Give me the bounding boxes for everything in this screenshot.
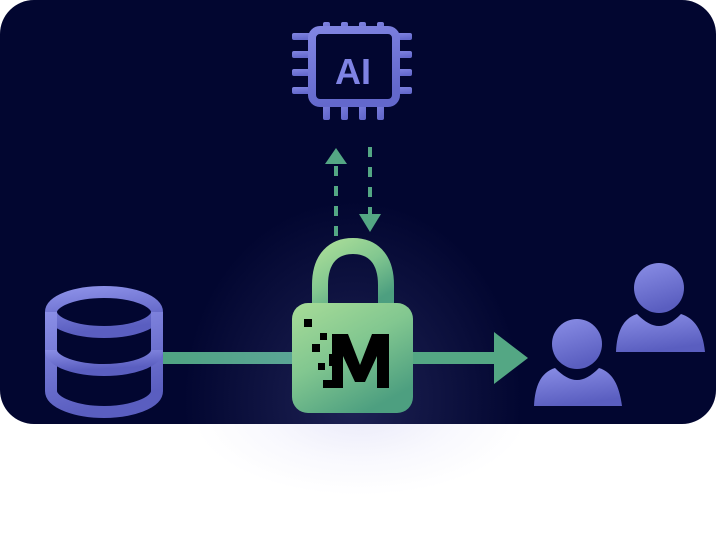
- ai-chip-icon: AI: [292, 22, 412, 120]
- dashed-arrow-up: [325, 148, 347, 236]
- arrow-lock-to-users: [412, 332, 528, 384]
- connector-db-to-lock: [163, 352, 293, 364]
- dashed-arrow-down: [359, 147, 381, 232]
- m-logo-icon: [304, 319, 389, 388]
- padlock-icon: M: [292, 237, 413, 413]
- users-icon: [534, 263, 705, 406]
- ai-chip-label: AI: [335, 51, 371, 92]
- database-icon: [45, 286, 163, 419]
